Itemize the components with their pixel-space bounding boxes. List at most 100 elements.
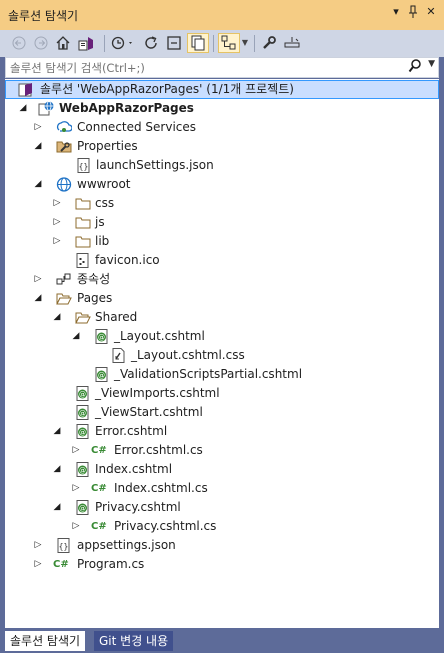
tree-item-error-cs[interactable]: ▷ C# Error.cshtml.cs [5,441,439,460]
switch-views-icon[interactable] [76,33,98,53]
pin-icon[interactable] [405,5,421,23]
tree-item-wwwroot[interactable]: ◢ wwwroot [5,175,439,194]
tree-item-validation-partial[interactable]: @ _ValidationScriptsPartial.cshtml [5,365,439,384]
tree-item-index[interactable]: ◢ @ Index.cshtml [5,460,439,479]
cshtml-file-icon: @ [75,424,91,439]
folder-icon [75,196,91,211]
folder-icon [75,234,91,249]
tree-item-js[interactable]: ▷ js [5,213,439,232]
expand-arrow-icon[interactable]: ◢ [53,312,61,322]
collapse-arrow-icon[interactable]: ▷ [34,122,42,132]
error-label: Error.cshtml [95,424,168,438]
tree-item-privacy-cs[interactable]: ▷ C# Privacy.cshtml.cs [5,517,439,536]
tree-item-appsettings[interactable]: ▷ {} appsettings.json [5,536,439,555]
tree-item-layout-css[interactable]: _Layout.cshtml.css [5,346,439,365]
properties-folder-icon [56,139,72,154]
search-input[interactable] [10,59,406,76]
expand-arrow-icon[interactable]: ◢ [34,141,42,151]
collapse-all-icon[interactable] [164,33,184,53]
svg-text:@: @ [79,391,86,399]
tab-solution-explorer[interactable]: 솔루션 탐색기 [5,631,86,651]
error-cs-label: Error.cshtml.cs [114,443,203,457]
svg-text:@: @ [79,467,86,475]
collapse-arrow-icon[interactable]: ▷ [34,540,42,550]
tree-item-pages[interactable]: ◢ Pages [5,289,439,308]
expand-arrow-icon[interactable]: ◢ [34,293,42,303]
tree-item-launch-settings[interactable]: {} launchSettings.json [5,156,439,175]
expand-arrow-icon[interactable]: ◢ [34,179,42,189]
close-icon[interactable]: ✕ [426,5,436,18]
web-project-icon [38,101,54,116]
collapse-arrow-icon[interactable]: ▷ [34,274,42,284]
title-bar: 솔루션 탐색기 ▾ ✕ [0,0,444,31]
tree-item-properties[interactable]: ◢ Properties [5,137,439,156]
index-label: Index.cshtml [95,462,173,476]
search-icon[interactable] [408,58,424,77]
collapse-arrow-icon[interactable]: ▷ [53,236,61,246]
collapse-arrow-icon[interactable]: ▷ [53,217,61,227]
expand-arrow-icon[interactable]: ◢ [72,331,80,341]
collapse-arrow-icon[interactable]: ▷ [72,483,80,493]
collapse-arrow-icon[interactable]: ▷ [53,198,61,208]
csharp-file-icon: C# [53,559,69,570]
tree-item-program[interactable]: ▷ C# Program.cs [5,555,439,574]
expand-arrow-icon[interactable]: ◢ [53,464,61,474]
window-position-dropdown-icon[interactable]: ▾ [393,5,399,18]
csharp-file-icon: C# [91,483,107,494]
collapse-arrow-icon[interactable]: ▷ [72,521,80,531]
tree-item-dependencies[interactable]: ▷ 종속성 [5,270,439,289]
tree-item-view-imports[interactable]: @ _ViewImports.cshtml [5,384,439,403]
sync-icon[interactable] [141,33,161,53]
properties-wrench-icon[interactable] [259,33,279,53]
tree-item-project[interactable]: ◢ WebAppRazorPages [5,99,439,118]
forward-icon[interactable] [32,33,50,53]
tree-item-connected-services[interactable]: ▷ Connected Services [5,118,439,137]
tree-item-error[interactable]: ◢ @ Error.cshtml [5,422,439,441]
css-file-icon [111,348,127,363]
expand-arrow-icon[interactable]: ◢ [53,426,61,436]
open-folder-icon [75,310,91,325]
toolbar-separator [213,35,214,52]
toolbar-separator [254,35,255,52]
cshtml-file-icon: @ [75,405,91,420]
cshtml-file-icon: @ [75,462,91,477]
show-all-files-icon[interactable] [187,33,209,53]
svg-text:@: @ [79,410,86,418]
preview-pane-icon[interactable] [282,33,302,53]
cshtml-file-icon: @ [75,386,91,401]
tree-item-solution[interactable]: 솔루션 'WebAppRazorPages' (1/1개 프로젝트) [5,80,439,99]
validation-partial-label: _ValidationScriptsPartial.cshtml [114,367,303,381]
tab-git-changes[interactable]: Git 변경 내용 [94,631,174,651]
open-folder-icon [56,291,72,306]
expand-arrow-icon[interactable]: ◢ [19,103,27,113]
view-start-label: _ViewStart.cshtml [95,405,203,419]
svg-text:{}: {} [79,162,89,171]
folder-icon [75,215,91,230]
tree-item-favicon[interactable]: favicon.ico [5,251,439,270]
pending-changes-filter-icon[interactable] [109,33,137,53]
tree-item-view-start[interactable]: @ _ViewStart.cshtml [5,403,439,422]
preview-selected-items-icon[interactable] [218,33,240,53]
tree-item-lib[interactable]: ▷ lib [5,232,439,251]
shared-label: Shared [95,310,138,324]
search-options-dropdown-icon[interactable]: ▼ [428,59,435,69]
tree-item-index-cs[interactable]: ▷ C# Index.cshtml.cs [5,479,439,498]
collapse-arrow-icon[interactable]: ▷ [34,559,42,569]
tree-item-css[interactable]: ▷ css [5,194,439,213]
collapse-arrow-icon[interactable]: ▷ [72,445,80,455]
home-icon[interactable] [54,33,72,53]
expand-arrow-icon[interactable]: ◢ [53,502,61,512]
tree-item-shared[interactable]: ◢ Shared [5,308,439,327]
toolbar: ▼ [0,30,444,57]
tree-item-layout[interactable]: ◢ @ _Layout.cshtml [5,327,439,346]
program-label: Program.cs [77,557,145,571]
wwwroot-label: wwwroot [77,177,131,191]
favicon-label: favicon.ico [95,253,160,267]
solution-tree: 솔루션 'WebAppRazorPages' (1/1개 프로젝트) ◢ Web… [5,79,439,628]
connected-services-label: Connected Services [77,120,197,134]
window-title: 솔루션 탐색기 [8,9,79,23]
back-icon[interactable] [10,33,28,53]
preview-dropdown-icon[interactable]: ▼ [241,38,249,47]
tree-item-privacy[interactable]: ◢ @ Privacy.cshtml [5,498,439,517]
